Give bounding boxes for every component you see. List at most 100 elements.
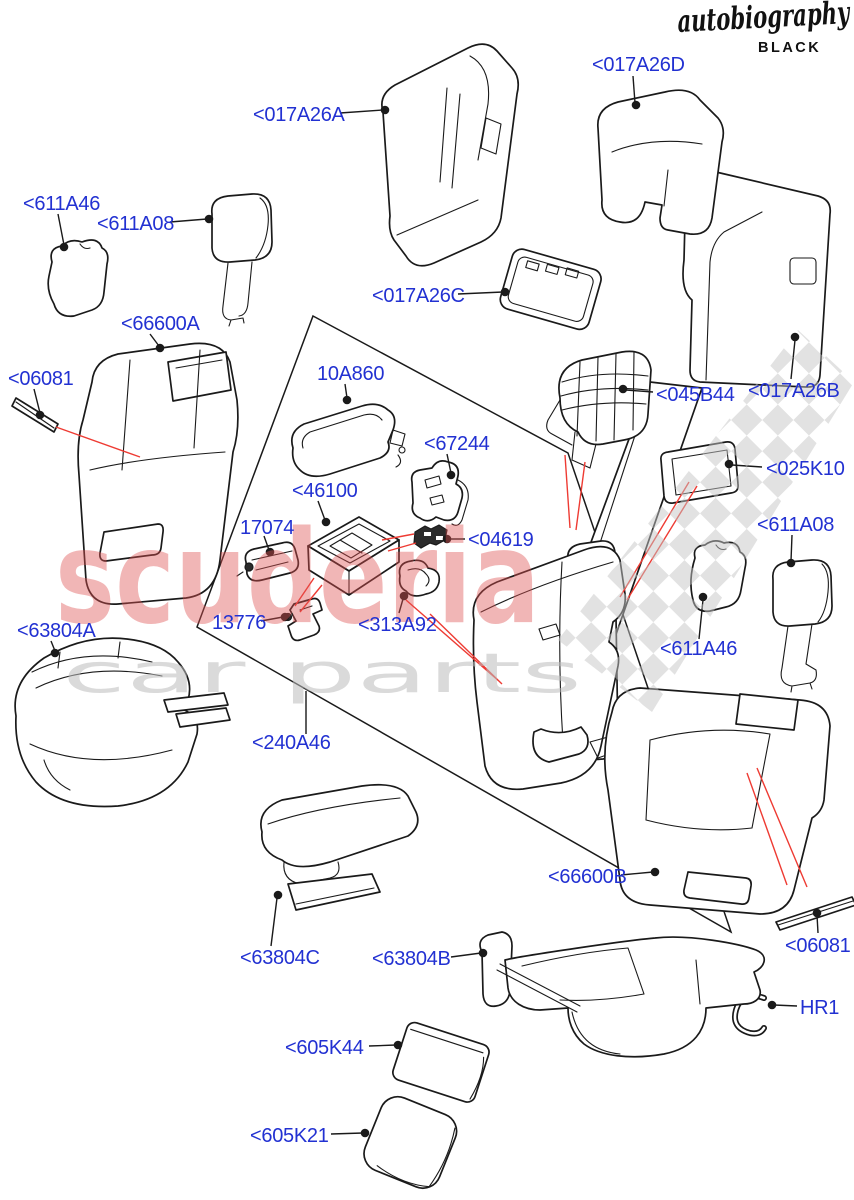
slot bbox=[436, 536, 443, 540]
part-seat-back-cover-017A26D bbox=[597, 89, 725, 236]
label-13776[interactable]: 13776 bbox=[212, 612, 267, 634]
part-armrest-lid-10A860 bbox=[290, 403, 406, 478]
label-240A46[interactable]: <240A46 bbox=[252, 732, 331, 754]
label-HR1[interactable]: HR1 bbox=[800, 997, 840, 1019]
outline bbox=[363, 1095, 458, 1190]
outline bbox=[381, 43, 520, 267]
hinge-pin bbox=[398, 446, 406, 454]
label-67244[interactable]: <67244 bbox=[424, 433, 490, 455]
slot bbox=[424, 532, 431, 536]
brand-sub-text: BLACK bbox=[758, 40, 821, 56]
divider bbox=[329, 532, 373, 559]
inner bbox=[15, 401, 55, 429]
watermark-sub-text: car parts bbox=[62, 642, 582, 705]
stitch bbox=[31, 641, 163, 689]
crease bbox=[705, 211, 763, 381]
stitch bbox=[521, 947, 645, 1001]
label-313A92[interactable]: <313A92 bbox=[358, 614, 437, 636]
bottom-bracket bbox=[532, 726, 589, 763]
red-06081-left bbox=[55, 426, 141, 458]
wire bbox=[222, 302, 249, 327]
part-seat-back-panel-017A26A bbox=[381, 43, 520, 267]
seam bbox=[396, 199, 479, 236]
inner bbox=[407, 568, 430, 587]
outline bbox=[603, 687, 831, 915]
label-06081-left[interactable]: <06081 bbox=[8, 368, 74, 390]
red-313A92 bbox=[405, 599, 503, 685]
label-63804A[interactable]: <63804A bbox=[17, 620, 97, 642]
front-seam bbox=[571, 959, 701, 1055]
part-headrest-cover-611A46-left bbox=[47, 239, 109, 318]
slot bbox=[564, 267, 580, 279]
part-armrest-cushion-63804C bbox=[260, 783, 419, 911]
outline bbox=[504, 936, 766, 1058]
label-017A26C[interactable]: <017A26C bbox=[372, 285, 465, 307]
part-grid-panel-045B44 bbox=[546, 350, 652, 469]
label-66600B[interactable]: <66600B bbox=[548, 866, 627, 888]
top-face bbox=[480, 561, 614, 613]
outline bbox=[597, 89, 725, 236]
label-605K44[interactable]: <605K44 bbox=[285, 1037, 364, 1059]
red-13776 bbox=[294, 577, 323, 613]
label-045B44[interactable]: <045B44 bbox=[656, 384, 735, 406]
seam bbox=[29, 743, 173, 791]
bolster bbox=[469, 55, 490, 161]
bolster bbox=[817, 563, 829, 623]
label-611A08-left[interactable]: <611A08 bbox=[97, 213, 175, 235]
outline bbox=[47, 239, 109, 318]
bolster bbox=[255, 197, 269, 259]
label-611A08-right[interactable]: <611A08 bbox=[757, 514, 835, 536]
label-025K10[interactable]: <025K10 bbox=[766, 458, 845, 480]
label-605K21[interactable]: <605K21 bbox=[250, 1125, 329, 1147]
assembly-box-240A46 bbox=[196, 314, 733, 934]
top-band bbox=[735, 693, 799, 731]
label-17074[interactable]: 17074 bbox=[240, 517, 295, 539]
edge bbox=[376, 1127, 456, 1188]
post bbox=[781, 623, 813, 669]
watermark: scuderia car parts bbox=[55, 330, 854, 712]
top-seam bbox=[267, 797, 401, 825]
latch-cutout bbox=[789, 257, 817, 285]
label-017A26A[interactable]: <017A26A bbox=[253, 104, 346, 126]
buckle-flap bbox=[163, 692, 229, 713]
top-band bbox=[167, 351, 232, 402]
label-611A46-left[interactable]: <611A46 bbox=[23, 193, 101, 215]
part-hinge-cover-313A92 bbox=[398, 559, 441, 597]
inner bbox=[301, 413, 383, 449]
part-panel-605K44 bbox=[392, 1021, 490, 1103]
outline bbox=[290, 403, 396, 478]
label-04619[interactable]: <04619 bbox=[468, 529, 534, 551]
slot bbox=[525, 260, 540, 272]
flap bbox=[451, 479, 469, 526]
inner bbox=[507, 256, 594, 322]
label-63804C[interactable]: <63804C bbox=[240, 947, 320, 969]
label-017A26D[interactable]: <017A26D bbox=[592, 54, 685, 76]
part-panel-017A26C bbox=[499, 248, 602, 331]
notch bbox=[79, 243, 91, 250]
part-headrest-611A08-right bbox=[771, 559, 833, 693]
label-06081-right[interactable]: <06081 bbox=[785, 935, 851, 957]
grid-v bbox=[576, 351, 635, 442]
watermark-brand-text: scuderia bbox=[55, 504, 540, 653]
part-labels: <017A26A <017A26D <611A46 <611A08 <66600… bbox=[8, 54, 851, 1147]
label-611A46-right[interactable]: <611A46 bbox=[660, 638, 738, 660]
label-10A860[interactable]: 10A860 bbox=[317, 363, 385, 385]
label-63804B[interactable]: <63804B bbox=[372, 948, 451, 970]
label-66600A[interactable]: <66600A bbox=[121, 313, 201, 335]
rim-inner bbox=[317, 523, 391, 564]
slot bbox=[544, 263, 560, 275]
part-seat-cushion-63804B bbox=[479, 931, 766, 1058]
bracket bbox=[287, 873, 381, 911]
label-017A26B[interactable]: <017A26B bbox=[748, 380, 840, 402]
part-seat-back-cover-66600B bbox=[603, 687, 831, 915]
bracket-seam bbox=[295, 887, 375, 905]
outline bbox=[244, 541, 300, 582]
buckle-flap2 bbox=[175, 707, 231, 728]
outline bbox=[771, 559, 833, 627]
stitch bbox=[645, 729, 771, 831]
red-04619 bbox=[381, 533, 417, 552]
part-cupholder-46100 bbox=[307, 516, 400, 596]
label-46100[interactable]: <46100 bbox=[292, 480, 358, 502]
part-trim-strip-06081-left bbox=[11, 397, 59, 433]
outline bbox=[499, 248, 602, 331]
